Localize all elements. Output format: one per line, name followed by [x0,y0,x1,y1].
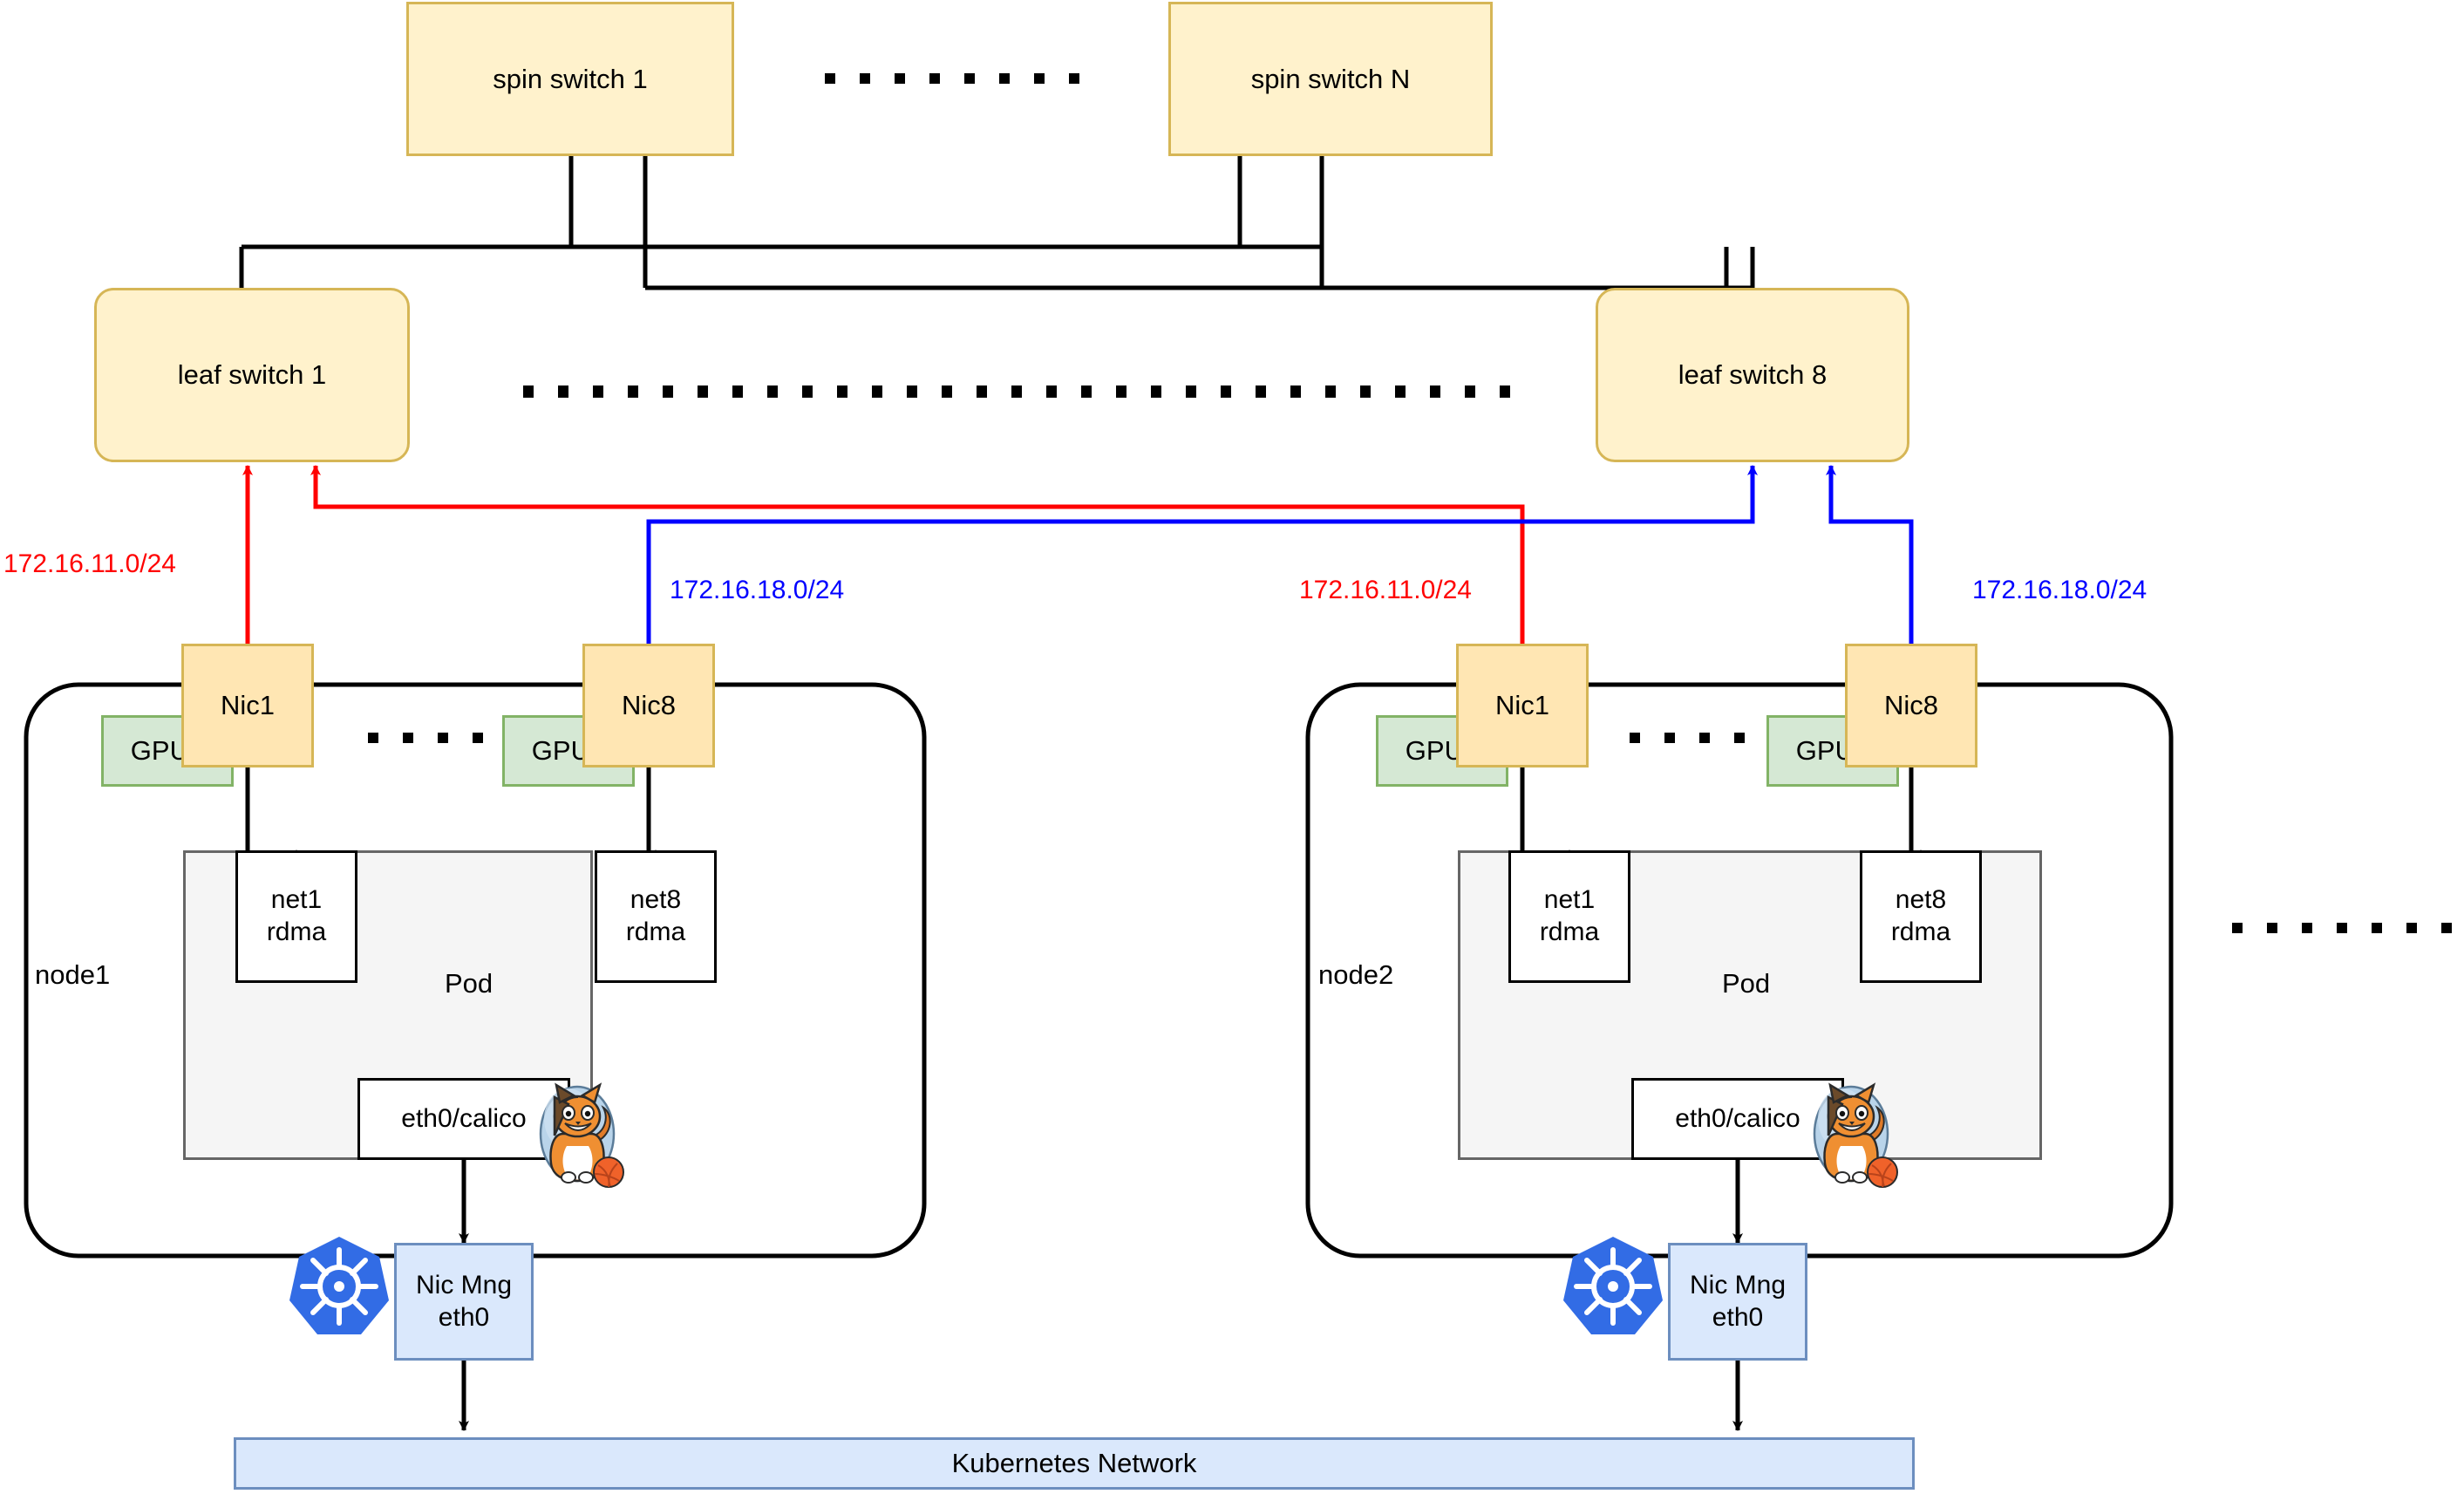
spine-switch-1-label: spin switch 1 [493,63,648,94]
node2-net1-rdma-label: net1 rdma [1539,885,1600,946]
node2-label: node2 [1318,959,1394,990]
cidr-label-node1-nic1: 172.16.11.0/24 [3,549,176,578]
node1-nic8[interactable]: Nic8 [582,644,715,767]
kubernetes-helm-icon [1562,1234,1664,1337]
kubernetes-network-label: Kubernetes Network [951,1448,1197,1478]
node2-container [1305,682,2174,1259]
leaf-switch-8[interactable]: leaf switch 8 [1596,288,1909,462]
node2-net1-rdma[interactable]: net1 rdma [1508,850,1630,983]
node1-eth0-calico-label: eth0/calico [401,1103,527,1133]
spine-ellipsis-dots [825,73,1079,84]
spine-switch-1[interactable]: spin switch 1 [406,2,734,156]
leaf-switch-1-label: leaf switch 1 [177,359,327,391]
node2-eth0-calico[interactable]: eth0/calico [1631,1078,1844,1160]
node2-nic-mng[interactable]: Nic Mng eth0 [1668,1243,1807,1361]
node2-nic8[interactable]: Nic8 [1845,644,1977,767]
node2-nic-mng-label: Nic Mng eth0 [1689,1270,1787,1332]
node1-net8-rdma-label: net8 rdma [625,885,686,946]
cidr-label-node1-nic8: 172.16.18.0/24 [670,576,845,604]
calico-cat-icon [534,1080,628,1191]
node1-net1-rdma-label: net1 rdma [266,885,327,946]
node2-nic1[interactable]: Nic1 [1456,644,1589,767]
leaf-ellipsis-dots [523,385,1510,398]
node1-nic-mng[interactable]: Nic Mng eth0 [394,1243,534,1361]
node2-net8-rdma-label: net8 rdma [1890,885,1951,946]
node2-nic8-label: Nic8 [1883,690,1938,721]
kubernetes-network-bar[interactable]: Kubernetes Network [234,1437,1915,1490]
spine-switch-n-label: spin switch N [1250,63,1411,94]
node2-net8-rdma[interactable]: net8 rdma [1860,850,1982,983]
node1-nic1[interactable]: Nic1 [181,644,314,767]
leaf-to-spine-links [239,95,1755,290]
cidr-label-node2-nic8: 172.16.18.0/24 [1972,576,2147,604]
kubernetes-helm-icon [288,1234,391,1337]
red-rdma-links [242,465,1525,644]
node1-label: node1 [35,959,111,990]
node2-nic1-label: Nic1 [1494,690,1549,721]
node1-nic-mng-label: Nic Mng eth0 [415,1270,513,1332]
node1-container [24,682,927,1259]
cidr-label-node2-nic1: 172.16.11.0/24 [1299,576,1472,604]
node1-net8-rdma[interactable]: net8 rdma [595,850,717,983]
node2-pod-label: Pod [1722,968,1771,999]
leaf-switch-8-label: leaf switch 8 [1678,359,1828,391]
node1-nic8-label: Nic8 [621,690,676,721]
node-ellipsis-dots [2232,923,2452,933]
blue-rdma-links [646,465,1914,644]
node2-eth0-calico-label: eth0/calico [1675,1103,1800,1133]
leaf-switch-1[interactable]: leaf switch 1 [94,288,410,462]
node1-nic1-label: Nic1 [220,690,275,721]
spine-switch-n[interactable]: spin switch N [1168,2,1493,156]
node1-pod-label: Pod [445,968,493,999]
calico-cat-icon [1807,1080,1902,1191]
node1-net1-rdma[interactable]: net1 rdma [235,850,357,983]
